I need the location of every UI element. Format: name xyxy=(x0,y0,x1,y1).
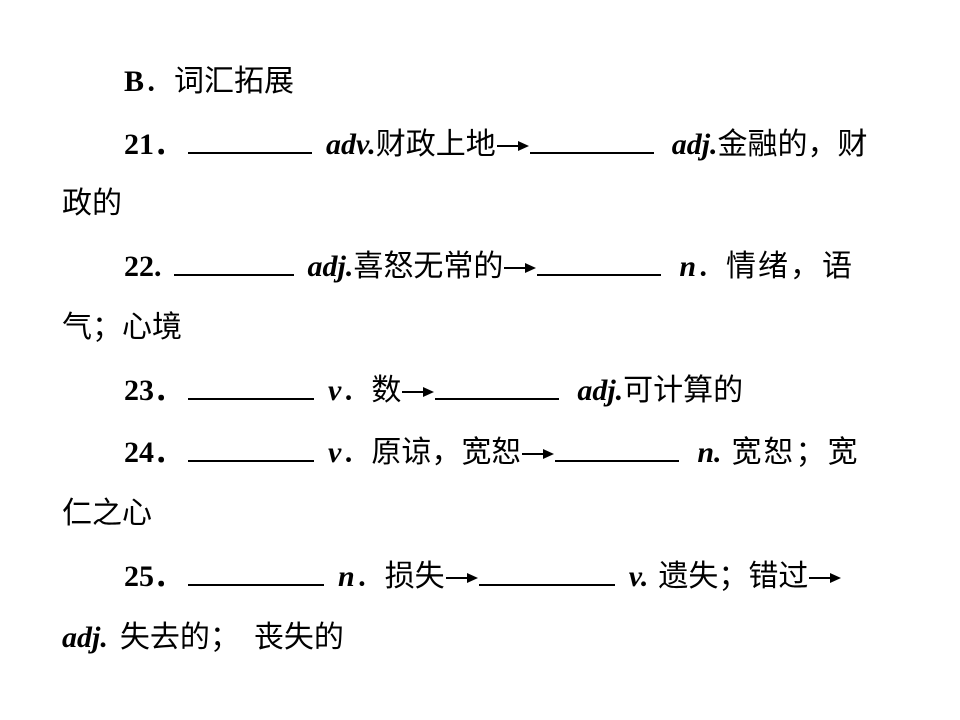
part-of-speech: n xyxy=(338,560,355,593)
item-24-line-1: 24． v．原谅，宽恕 n. 宽恕；宽 xyxy=(124,432,860,472)
definition: 财政上地 xyxy=(375,127,496,162)
item-number: 23． xyxy=(124,374,184,407)
answer-blank[interactable] xyxy=(188,556,324,586)
part-of-speech: n xyxy=(679,250,697,283)
item-22-line-1: 22. adj.喜怒无常的 n．情绪，语 xyxy=(124,246,854,286)
arrow-icon xyxy=(445,568,479,588)
definition: 宽恕；宽 xyxy=(731,435,860,470)
separator: ． xyxy=(341,435,372,470)
item-number: 21． xyxy=(124,128,184,161)
item-number: 22. xyxy=(124,250,162,283)
item-25-line-1: 25． n．损失 v. 遗失；错过 xyxy=(124,556,842,596)
definition-continued: 气；心境 xyxy=(62,310,182,345)
arrow-icon xyxy=(503,258,537,278)
separator: ． xyxy=(341,373,372,408)
definition: 原谅，宽恕 xyxy=(371,435,522,470)
item-21-line-1: 21． adv.财政上地 adj.金融的，财 xyxy=(124,124,868,164)
answer-blank[interactable] xyxy=(537,246,662,276)
answer-blank[interactable] xyxy=(555,432,680,462)
item-21-line-2: 政的 xyxy=(62,184,122,224)
answer-blank[interactable] xyxy=(435,370,560,400)
part-of-speech: adj. xyxy=(577,374,624,407)
arrow-icon xyxy=(808,568,842,588)
part-of-speech: v. xyxy=(628,560,649,593)
part-of-speech: v xyxy=(328,374,342,407)
definition: 丧失的 xyxy=(253,620,344,655)
answer-blank[interactable] xyxy=(478,556,615,586)
part-of-speech: adv. xyxy=(326,128,376,161)
part-of-speech: v xyxy=(328,436,342,469)
part-of-speech: n. xyxy=(697,436,722,469)
definition-continued: 仁之心 xyxy=(62,496,152,531)
definition: 损失 xyxy=(384,559,445,594)
arrow-icon xyxy=(496,136,530,156)
answer-blank[interactable] xyxy=(188,124,312,154)
item-23-line-1: 23． v．数 adj.可计算的 xyxy=(124,370,743,410)
section-heading: B．词汇拓展 xyxy=(124,62,294,102)
definition: 情绪，语 xyxy=(726,249,855,284)
definition: 喜怒无常的 xyxy=(353,249,504,284)
separator: ． xyxy=(354,559,385,594)
definition: 遗失；错过 xyxy=(658,559,809,594)
answer-blank[interactable] xyxy=(529,124,654,154)
section-label: B xyxy=(124,65,145,98)
part-of-speech: adj. xyxy=(62,621,108,654)
definition-continued: 政的 xyxy=(62,186,122,221)
item-25-line-2: adj. 失去的； 丧失的 xyxy=(62,618,344,658)
item-24-line-2: 仁之心 xyxy=(62,494,152,534)
arrow-icon xyxy=(521,444,555,464)
arrow-icon xyxy=(401,382,435,402)
part-of-speech: adj. xyxy=(307,250,354,283)
item-22-line-2: 气；心境 xyxy=(62,308,182,348)
answer-blank[interactable] xyxy=(188,432,314,462)
definition: 金融的，财 xyxy=(717,127,868,162)
item-number: 24． xyxy=(124,436,184,469)
definition: 数 xyxy=(371,373,402,408)
section-title: 词汇拓展 xyxy=(174,64,295,99)
section-separator: ． xyxy=(144,64,175,99)
item-number: 25． xyxy=(124,560,184,593)
part-of-speech: adj. xyxy=(671,128,718,161)
definition: 失去的； xyxy=(119,620,240,655)
answer-blank[interactable] xyxy=(188,370,314,400)
separator: ． xyxy=(696,249,727,284)
answer-blank[interactable] xyxy=(173,246,294,276)
definition: 可计算的 xyxy=(623,373,744,408)
